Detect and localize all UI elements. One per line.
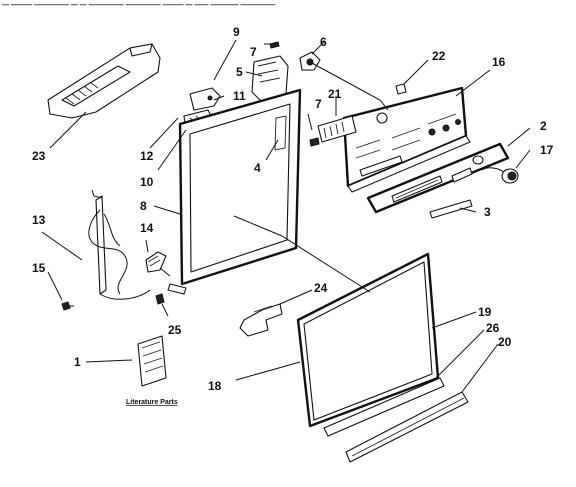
- part-20-toe-plate: [345, 391, 469, 463]
- callout-labels: 9 7 6 5 11 12 10 4 8 13 14 15 1 23 7 21 …: [32, 25, 554, 393]
- assembly-lines: [159, 61, 389, 293]
- part-19-outer-door: [296, 252, 440, 428]
- part-24-hinge: [239, 303, 283, 337]
- callout-15: 15: [32, 261, 46, 275]
- callout-1: 1: [74, 355, 81, 369]
- callout-3: 3: [484, 205, 491, 219]
- part-26-bottom-trim: [323, 377, 445, 437]
- callout-5: 5: [236, 65, 243, 79]
- part-3-trim-strip: [429, 199, 473, 219]
- callout-7-mid: 7: [315, 97, 322, 111]
- callout-11: 11: [233, 89, 246, 103]
- callout-14: 14: [140, 221, 154, 235]
- callout-22: 22: [432, 49, 446, 63]
- part-13-wire-harness: [88, 189, 167, 300]
- callout-12: 12: [140, 149, 154, 163]
- callout-18: 18: [208, 379, 222, 393]
- callout-21: 21: [328, 87, 342, 101]
- callout-4: 4: [254, 161, 261, 175]
- callout-leaders: [41, 39, 531, 393]
- part-15-screw: [61, 301, 74, 311]
- callout-8: 8: [140, 199, 147, 213]
- callout-20: 20: [498, 335, 512, 349]
- literature-label: Literature Parts: [126, 399, 178, 406]
- callout-16: 16: [492, 55, 506, 69]
- part-22-knob: [309, 83, 407, 147]
- part-8-inner-door: [167, 88, 302, 295]
- header-text: — ——— ————— — — ————— ————— ——— — —— ———…: [2, 2, 275, 9]
- callout-9: 9: [233, 25, 240, 39]
- callout-7-top: 7: [250, 45, 257, 59]
- part-25-clip: [155, 293, 165, 305]
- callout-17: 17: [540, 143, 554, 157]
- callout-13: 13: [32, 213, 46, 227]
- part-16-control-console: [342, 86, 471, 193]
- part-21-switch-strip: [317, 115, 357, 143]
- callout-23: 23: [32, 149, 46, 163]
- part-1-literature: Literature Parts: [126, 335, 178, 406]
- callout-26: 26: [486, 321, 500, 335]
- part-23-bracket: [47, 43, 161, 119]
- callout-10: 10: [140, 175, 154, 189]
- callout-19: 19: [478, 305, 492, 319]
- callout-24: 24: [314, 281, 328, 295]
- callout-2: 2: [540, 119, 547, 133]
- callout-6: 6: [320, 35, 327, 49]
- callout-25: 25: [168, 323, 182, 337]
- part-17-knob: [472, 155, 519, 184]
